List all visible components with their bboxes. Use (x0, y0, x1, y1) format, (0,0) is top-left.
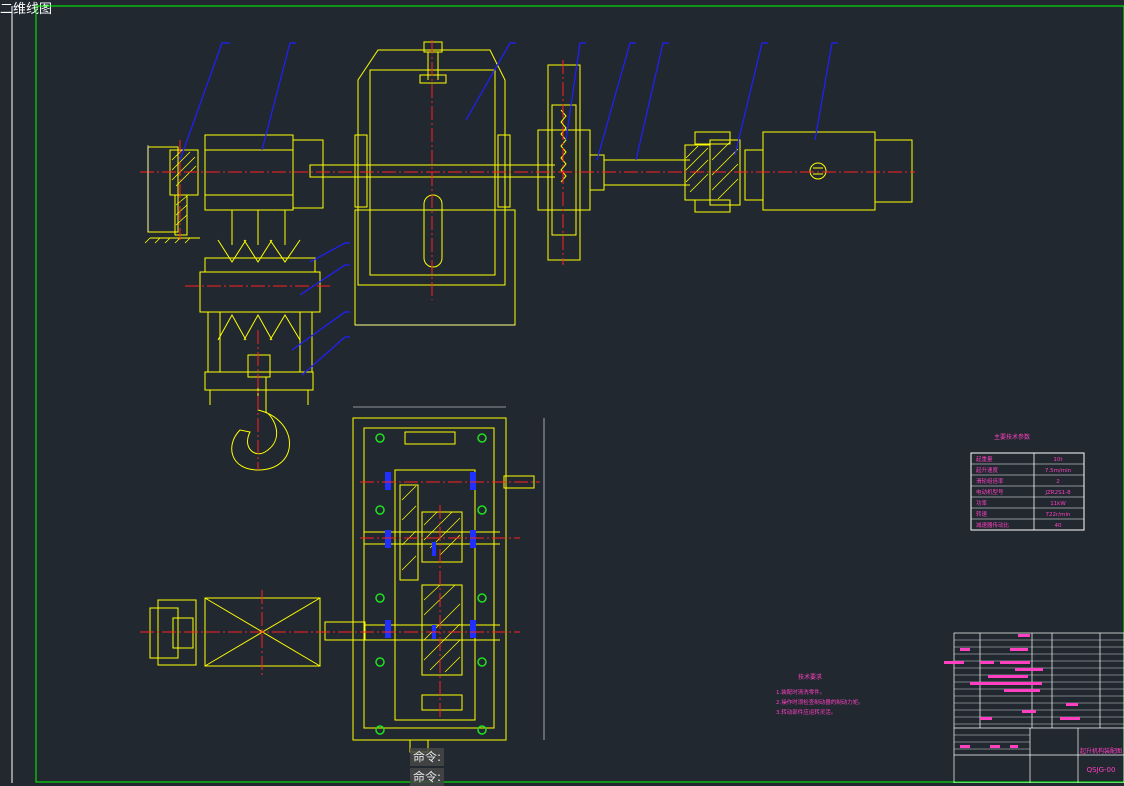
drawing-frame (11, 5, 1124, 783)
center-lines-bottom (140, 481, 540, 720)
parameter-value: JZR2S1-8 (1044, 490, 1071, 496)
parts-list-rows (954, 639, 1124, 750)
drawing-name: 起升机构装配图 (1080, 747, 1122, 755)
parameter-name: 起升速度 (976, 466, 999, 474)
command-prompt-history: 命令: (410, 748, 445, 766)
parameter-value: 2 (1056, 479, 1060, 485)
center-lines-top (140, 40, 915, 470)
parameter-name: 功率 (976, 499, 988, 507)
tech-req-item: 3.转动部件应运转灵活。 (776, 708, 836, 716)
hatching-drum (144, 149, 197, 244)
dimension-lines (147, 145, 545, 740)
parameter-value: 40 (1055, 523, 1062, 529)
tech-req-item: 2.操作时须检查制动器的制动力矩。 (776, 698, 864, 706)
reducer-front (320, 41, 555, 326)
drawing-number: QSJG-00 (1087, 766, 1116, 774)
parameter-name: 转速 (976, 510, 988, 518)
tech-req-title: 技术要求 (798, 673, 822, 681)
parameter-value: 10t (1053, 457, 1063, 463)
parameter-name: 电动机型号 (976, 488, 1004, 496)
parameter-value: 11kW (1050, 501, 1066, 507)
parameter-name: 滑轮组倍率 (976, 477, 1004, 485)
brake (537, 64, 690, 261)
parameter-name: 减速器传动比 (976, 521, 1010, 529)
bolts-green (375, 433, 487, 735)
pulley-block-hook (199, 239, 321, 471)
reducer-top (324, 417, 535, 753)
parameter-value: 722r/min (1046, 512, 1071, 518)
hatching-gears (401, 485, 461, 673)
technical-requirements: 技术要求 1.装配时清洗零件。 2.操作时须检查制动器的制动力矩。 3.转动部件… (776, 673, 864, 716)
parameter-value: 7.5m/min (1045, 468, 1072, 474)
parts-list (953, 632, 1124, 783)
coupling-motor (684, 131, 913, 213)
tech-req-item: 1.装配时清洗零件。 (776, 688, 825, 696)
parts-list-marks (944, 634, 1080, 748)
hatching-coupling (685, 141, 739, 200)
drum-assembly (147, 134, 356, 245)
command-prompt-input[interactable]: 命令: (410, 768, 445, 786)
parameter-table: 主要技术参数 起重量 10t 起升速度 7.5m/min 滑轮组倍率 2 电动机型号 JZR2… (970, 433, 1085, 531)
leader-lines (179, 42, 838, 376)
parameter-table-title: 主要技术参数 (994, 433, 1030, 441)
parameter-name: 起重量 (976, 455, 993, 463)
